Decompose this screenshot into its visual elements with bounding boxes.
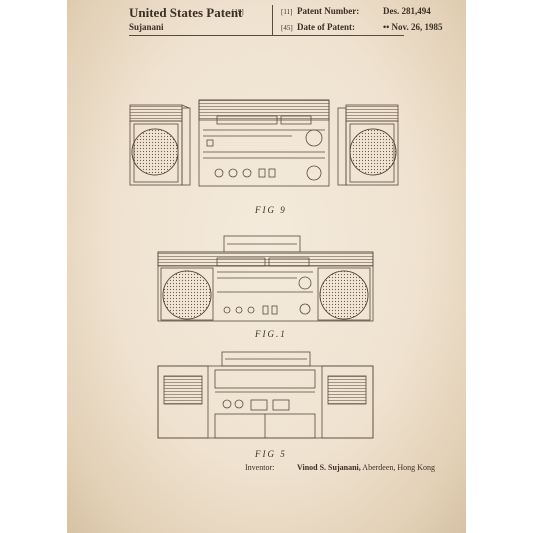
patent-number-label: Patent Number: bbox=[297, 6, 360, 16]
patent-number: Des. 281,494 bbox=[383, 6, 431, 16]
title-ref: [19] bbox=[232, 8, 244, 16]
fig5-label: FIG 5 bbox=[255, 449, 287, 459]
inventor-location: Aberdeen, Hong Kong bbox=[362, 463, 435, 472]
date-ref: [45] bbox=[281, 24, 293, 32]
inventor-name: Vinod S. Sujanani, bbox=[297, 463, 361, 472]
patent-drawings bbox=[129, 99, 399, 439]
patent-title: United States Patent bbox=[129, 5, 243, 20]
inventor-label: Inventor: bbox=[245, 463, 275, 472]
date-label: Date of Patent: bbox=[297, 22, 355, 32]
fig1-label: FIG.1 bbox=[255, 329, 287, 339]
patent-number-ref: [11] bbox=[281, 8, 293, 16]
fig9-drawing bbox=[129, 99, 399, 187]
header-divider bbox=[272, 5, 273, 35]
fig9-label: FIG 9 bbox=[255, 205, 287, 215]
inventor-surname: Sujanani bbox=[129, 22, 164, 32]
patent-date: •• Nov. 26, 1985 bbox=[383, 22, 443, 32]
header-rule bbox=[129, 35, 404, 36]
patent-sheet: United States Patent [19] Sujanani [11] … bbox=[67, 0, 466, 533]
fig1-drawing bbox=[157, 235, 374, 322]
fig5-drawing bbox=[157, 351, 374, 439]
inventor-block: Inventor: Vinod S. Sujanani, Aberdeen, Ho… bbox=[245, 462, 445, 473]
